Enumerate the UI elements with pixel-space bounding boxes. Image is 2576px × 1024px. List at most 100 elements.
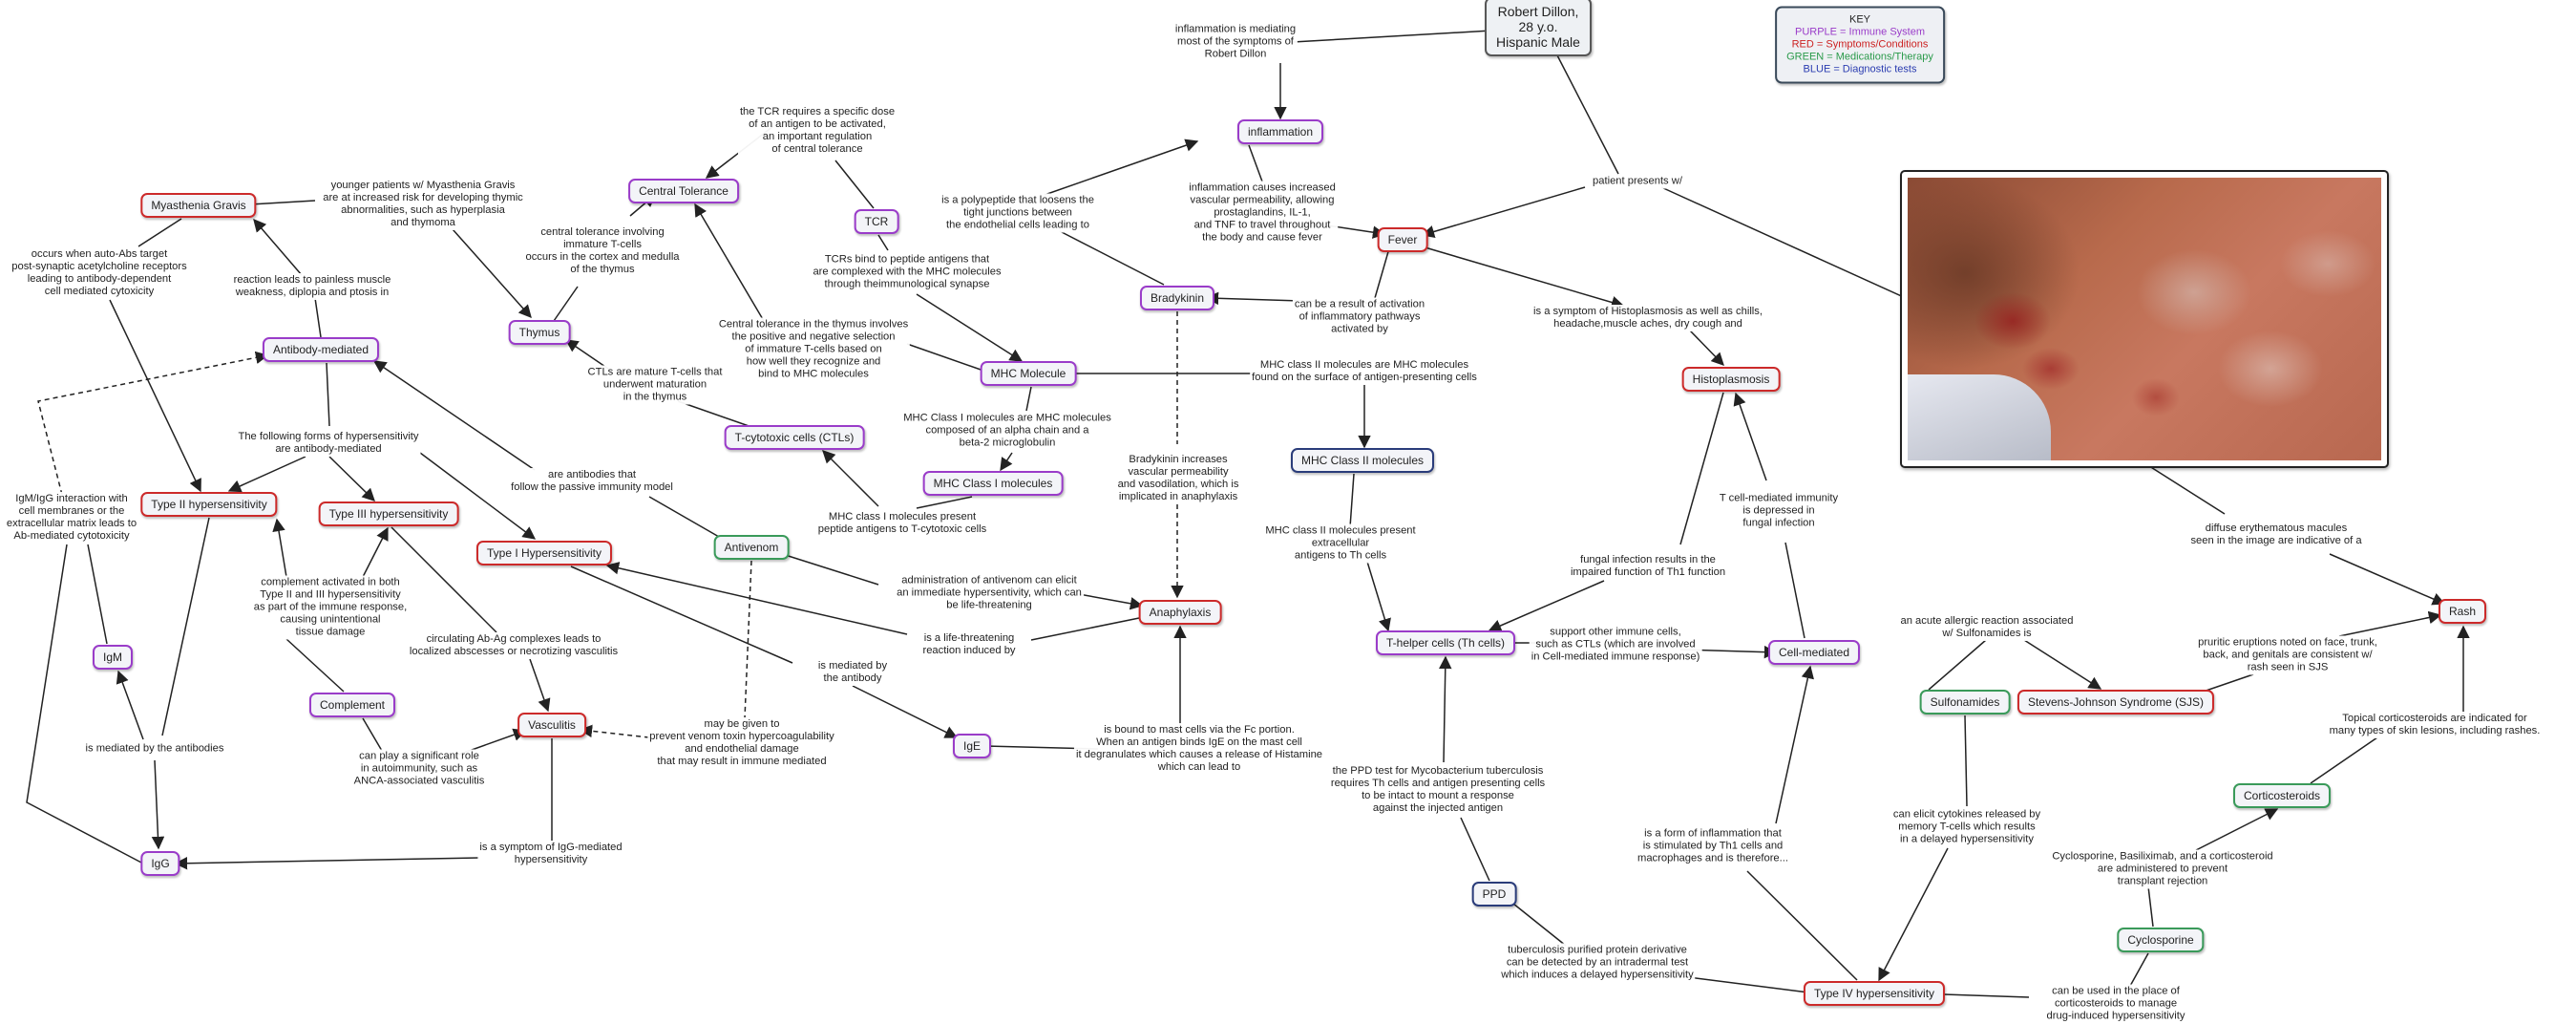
node-inflammation[interactable]: inflammation xyxy=(1236,119,1324,144)
link-label-tcr-dose: the TCR requires a specific dose of an a… xyxy=(737,105,897,157)
edge-patient-l5 xyxy=(1555,53,1619,175)
link-label-cyclosporine-replacement: can be used in the place of corticostero… xyxy=(2044,984,2187,1024)
node-corticosteroids[interactable]: Corticosteroids xyxy=(2232,783,2332,808)
edge-ppd-l39 xyxy=(1460,817,1490,882)
edge-l8-mhc xyxy=(916,293,1024,362)
node-mhc-class-ii[interactable]: MHC Class II molecules xyxy=(1290,448,1435,473)
bed-sheet-area xyxy=(1908,374,2051,460)
edge-l27-anaphylaxis xyxy=(1078,593,1144,610)
edge-myasthenia-l9 xyxy=(137,218,182,247)
link-label-ctls-mature: CTLs are mature T-cells that underwent m… xyxy=(585,365,725,405)
node-rash[interactable]: Rash xyxy=(2438,599,2487,624)
edge-anaphylaxis-l29 xyxy=(1030,616,1145,641)
node-cyclosporine[interactable]: Cyclosporine xyxy=(2117,928,2205,952)
node-antibody-mediated[interactable]: Antibody-mediated xyxy=(262,337,380,362)
edge-type-iv-l41 xyxy=(1746,870,1858,981)
node-t-cytotoxic-cells[interactable]: T-cytotoxic cells (CTLs) xyxy=(724,425,865,450)
skin-lesion-photo[interactable] xyxy=(1900,170,2389,468)
node-central-tolerance[interactable]: Central Tolerance xyxy=(628,179,739,203)
link-label-myasthenia-thymic: younger patients w/ Myasthenia Gravis ar… xyxy=(321,179,525,230)
link-label-pruritic-eruptions: pruritic eruptions noted on face, trunk,… xyxy=(2196,635,2379,675)
link-label-bradykinin-anaphylaxis: Bradykinin increases vascular permeabili… xyxy=(1115,453,1241,504)
link-label-fungal-immunity: T cell-mediated immunity is depressed in… xyxy=(1717,491,1841,531)
edge-l16-type-iii xyxy=(328,456,375,501)
node-ige[interactable]: IgE xyxy=(952,734,992,758)
link-label-sulfonamides-allergy: an acute allergic reaction associated w/… xyxy=(1898,614,2076,641)
edge-corticosteroids-l37 xyxy=(2310,736,2378,784)
node-myasthenia-gravis[interactable]: Myasthenia Gravis xyxy=(140,193,257,218)
link-label-tcr-bind: TCRs bind to peptide antigens that are c… xyxy=(811,252,1003,292)
node-sulfonamides[interactable]: Sulfonamides xyxy=(1919,690,2011,715)
edge-l40-type-iv xyxy=(1878,847,1949,982)
node-patient[interactable]: Robert Dillon, 28 y.o. Hispanic Male xyxy=(1485,0,1592,56)
edge-l29-type-i xyxy=(605,562,908,635)
node-igm[interactable]: IgM xyxy=(92,645,134,670)
edge-l34-igg xyxy=(151,759,165,850)
node-histoplasmosis[interactable]: Histoplasmosis xyxy=(1681,367,1781,392)
node-mhc-molecule[interactable]: MHC Molecule xyxy=(980,361,1077,386)
edge-antibody-l16 xyxy=(326,362,330,427)
node-thymus[interactable]: Thymus xyxy=(508,320,571,345)
node-cell-mediated[interactable]: Cell-mediated xyxy=(1767,640,1861,665)
link-label-antivenom-prevent: may be given to prevent venom toxin hype… xyxy=(647,717,836,769)
edge-l16-type-i xyxy=(419,452,537,540)
link-label-memory-tcells: can elicit cytokines released by memory … xyxy=(1890,807,2043,847)
edge-l32-rash xyxy=(2338,610,2442,637)
edge-l34-igm xyxy=(116,670,144,740)
link-label-muscle-weakness: reaction leads to painless muscle weakne… xyxy=(231,273,393,300)
key-red: RED = Symptoms/Conditions xyxy=(1791,38,1929,51)
link-label-symptom-histoplasmosis: is a symptom of Histoplasmosis as well a… xyxy=(1531,305,1764,331)
link-label-antibody-mediated-forms: The following forms of hypersensitivity … xyxy=(236,430,421,457)
link-label-mhc-class-i-present: MHC class I molecules present peptide an… xyxy=(815,510,989,537)
edge-antivenom-l35 xyxy=(744,560,752,719)
node-type-i-hypersensitivity[interactable]: Type I Hypersensitivity xyxy=(475,541,613,565)
edge-myasthenia-l6 xyxy=(249,200,316,205)
edge-l22-t-helper xyxy=(1366,561,1391,632)
link-label-mhc-class-ii-surface: MHC class II molecules are MHC molecules… xyxy=(1250,358,1479,385)
edge-cyclosporine-l42 xyxy=(2147,885,2154,928)
edge-l44-type-iv xyxy=(1679,975,1818,999)
node-anaphylaxis[interactable]: Anaphylaxis xyxy=(1138,600,1222,625)
link-label-bradykinin-polypeptide: is a polypeptide that loosens the tight … xyxy=(940,193,1096,233)
node-igg[interactable]: IgG xyxy=(140,851,180,876)
node-complement[interactable]: Complement xyxy=(308,693,396,717)
node-fever[interactable]: Fever xyxy=(1377,227,1428,252)
node-antivenom[interactable]: Antivenom xyxy=(713,535,790,560)
node-type-iii-hypersensitivity[interactable]: Type III hypersensitivity xyxy=(318,501,459,526)
link-label-inflammation-mediates: inflammation is mediating most of the sy… xyxy=(1172,22,1299,62)
node-t-helper-cells[interactable]: T-helper cells (Th cells) xyxy=(1375,630,1516,655)
node-ppd[interactable]: PPD xyxy=(1471,882,1517,907)
link-label-ppd-test: the PPD test for Mycobacterium tuberculo… xyxy=(1328,764,1548,816)
link-label-erythematous-macules: diffuse erythematous macules seen in the… xyxy=(2188,522,2364,548)
edge-complement-l38 xyxy=(362,717,383,752)
link-label-passive-immunity: are antibodies that follow the passive i… xyxy=(509,468,675,495)
link-label-antivenom-hypersensitivity: administration of antivenom can elicit a… xyxy=(895,573,1084,613)
link-label-patient-presents: patient presents w/ xyxy=(1591,174,1684,189)
edge-complement-l26 xyxy=(285,638,345,693)
edge-patient-l1 xyxy=(1292,30,1492,43)
edge-igm-l19 xyxy=(87,544,108,645)
edge-l20-antibody xyxy=(372,360,536,471)
link-label-support-immune-cells: support other immune cells, such as CTLs… xyxy=(1529,625,1702,665)
link-label-autoimmunity: can play a significant role in autoimmun… xyxy=(351,749,487,789)
link-label-activation-pathways: can be a result of activation of inflamm… xyxy=(1292,297,1427,337)
node-bradykinin[interactable]: Bradykinin xyxy=(1139,286,1215,310)
edge-antivenom-l27 xyxy=(775,551,879,586)
node-type-iv-hypersensitivity[interactable]: Type IV hypersensitivity xyxy=(1803,981,1946,1006)
node-tcr[interactable]: TCR xyxy=(854,209,899,234)
key-purple: PURPLE = Immune System xyxy=(1794,26,1926,38)
node-vasculitis[interactable]: Vasculitis xyxy=(517,713,586,737)
edge-type-i-l33 xyxy=(570,565,793,664)
link-label-mediated-antibody: is mediated by the antibody xyxy=(815,659,890,686)
edge-tcr-l8 xyxy=(877,234,889,251)
node-type-ii-hypersensitivity[interactable]: Type II hypersensitivity xyxy=(140,492,278,517)
node-mhc-class-i[interactable]: MHC Class I molecules xyxy=(922,471,1064,496)
edge-l41-cell-mediated xyxy=(1775,665,1814,824)
edge-sulfonamides-l31 xyxy=(1928,639,1987,691)
edge-l31-sjs xyxy=(2023,639,2102,690)
node-sjs[interactable]: Stevens-Johnson Syndrome (SJS) xyxy=(2016,690,2215,715)
edge-l35-vasculitis xyxy=(579,724,650,738)
edge-l17-mhc-class-i xyxy=(1000,452,1013,472)
edge-ppd-l44 xyxy=(1512,903,1567,947)
